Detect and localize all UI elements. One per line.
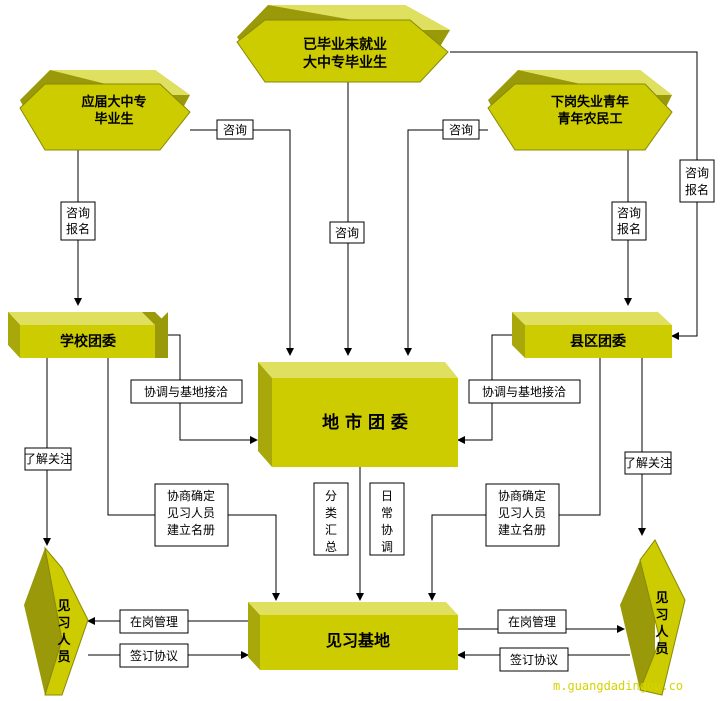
label-consult-center: 咨询 bbox=[335, 225, 359, 240]
label-consult-register-right-1: 咨询 bbox=[617, 205, 641, 220]
watermark-text: m.guangdadingou.co bbox=[553, 679, 683, 693]
label-daily-4: 调 bbox=[381, 540, 393, 554]
node-intern-base-label: 见习基地 bbox=[326, 631, 390, 650]
node-fresh-graduates-line2: 毕业生 bbox=[94, 111, 133, 127]
label-classify-2: 类 bbox=[325, 506, 337, 520]
node-intern-right-c1: 见 bbox=[655, 591, 668, 606]
label-classify-4: 总 bbox=[325, 540, 337, 554]
node-school-league-label: 学校团委 bbox=[60, 333, 116, 350]
label-sign-agreement-right: 签订协议 bbox=[510, 652, 558, 667]
node-county-league: 县区团委 bbox=[512, 312, 672, 358]
label-coord-base-right: 协调与基地接洽 bbox=[482, 384, 566, 399]
label-onsite-mgmt-right: 在岗管理 bbox=[508, 614, 556, 629]
node-laid-off-line1: 下岗失业青年 bbox=[551, 94, 629, 110]
label-consult-left-top: 咨询 bbox=[223, 122, 247, 137]
label-negotiate-left-3: 建立名册 bbox=[167, 522, 215, 537]
node-intern-right-c3: 人 bbox=[655, 624, 669, 640]
label-consult-register-far-right-2: 报名 bbox=[685, 182, 709, 197]
node-intern-left-c3: 人 bbox=[57, 632, 71, 648]
label-follow-left: 了解关注 bbox=[24, 451, 72, 466]
label-classify-1: 分 bbox=[325, 489, 337, 503]
label-negotiate-right-1: 协商确定 bbox=[498, 488, 546, 503]
node-intern-base: 见习基地 bbox=[248, 602, 458, 670]
label-negotiate-right-2: 见习人员 bbox=[498, 506, 546, 520]
node-graduated-unemployed-line2: 大中专毕业生 bbox=[303, 54, 387, 71]
label-consult-register-left-2: 报名 bbox=[66, 221, 90, 236]
label-onsite-mgmt-left: 在岗管理 bbox=[130, 614, 178, 629]
node-laid-off-line2: 青年农民工 bbox=[557, 111, 622, 127]
label-consult-register-right-2: 报名 bbox=[617, 221, 641, 236]
label-daily-3: 协 bbox=[381, 522, 393, 537]
node-fresh-graduates: 应届大中专 毕业生 bbox=[19, 70, 191, 151]
label-daily-1: 日 bbox=[381, 489, 393, 503]
label-sign-agreement-left: 签订协议 bbox=[130, 648, 178, 663]
node-graduated-unemployed-line1: 已毕业未就业 bbox=[303, 36, 387, 53]
node-intern-right: 见 习 人 员 bbox=[620, 539, 686, 696]
label-daily-2: 常 bbox=[381, 506, 393, 520]
node-county-league-label: 县区团委 bbox=[570, 333, 626, 350]
node-intern-left-c2: 习 bbox=[57, 616, 70, 631]
node-fresh-graduates-line1: 应届大中专 bbox=[81, 94, 146, 110]
node-graduated-unemployed: 已毕业未就业 大中专毕业生 bbox=[236, 5, 450, 83]
node-intern-left: 见 习 人 员 bbox=[24, 546, 89, 696]
label-negotiate-left-2: 见习人员 bbox=[167, 506, 215, 520]
label-classify-3: 汇 bbox=[325, 523, 337, 537]
label-follow-right: 了解关注 bbox=[624, 455, 672, 470]
node-intern-right-c4: 员 bbox=[655, 642, 668, 657]
label-consult-register-far-right-1: 咨询 bbox=[685, 165, 709, 180]
edge-laidoff-to-city bbox=[404, 129, 488, 356]
node-laid-off: 下岗失业青年 青年农民工 bbox=[487, 70, 673, 151]
node-intern-left-c4: 员 bbox=[57, 650, 70, 665]
label-negotiate-left-1: 协商确定 bbox=[167, 488, 215, 503]
node-school-league: 学校团委 bbox=[8, 312, 168, 358]
label-coord-base-left: 协调与基地接洽 bbox=[144, 384, 228, 399]
label-consult-register-left-1: 咨询 bbox=[66, 205, 90, 220]
edge-fresh-to-city bbox=[190, 129, 294, 356]
label-negotiate-right-3: 建立名册 bbox=[498, 522, 546, 537]
node-city-league: 地 市 团 委 bbox=[258, 362, 458, 467]
node-city-league-label: 地 市 团 委 bbox=[322, 412, 408, 433]
node-intern-left-c1: 见 bbox=[57, 599, 70, 614]
node-intern-right-c2: 习 bbox=[655, 608, 668, 623]
label-consult-right-top: 咨询 bbox=[449, 122, 473, 137]
